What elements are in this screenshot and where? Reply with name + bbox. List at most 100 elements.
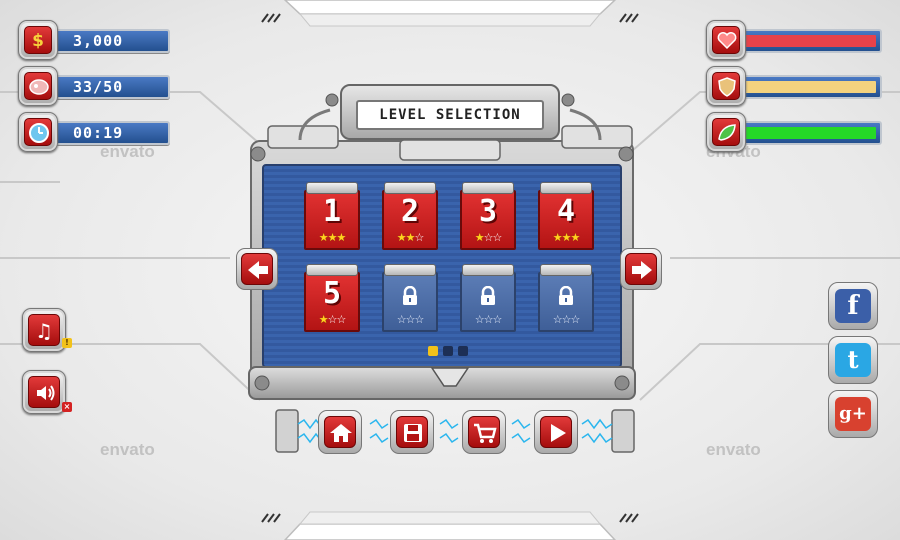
star-filled-icon: ★ [336, 231, 346, 244]
music-status-badge: ! [62, 338, 72, 348]
star-empty-icon: ☆ [492, 313, 502, 326]
star-empty-icon: ☆ [405, 313, 416, 326]
google-plus-button[interactable]: g+ [828, 390, 878, 438]
level-number: 2 [400, 194, 420, 229]
level-number: 3 [478, 194, 498, 229]
lock-icon [557, 285, 575, 306]
watermark: envato [100, 142, 155, 161]
level-number: 1 [322, 194, 342, 229]
level-tile-locked: ☆☆☆ [460, 264, 516, 334]
arrow-right-icon [625, 253, 657, 285]
facebook-icon: f [835, 289, 871, 323]
lock-icon [479, 285, 497, 306]
page-title: LEVEL SELECTION [356, 100, 544, 130]
star-empty-icon: ☆ [474, 313, 485, 326]
lock-icon [401, 285, 419, 306]
watermark: envato [100, 440, 155, 459]
panel-base [248, 366, 636, 400]
star-empty-icon: ☆ [483, 313, 494, 326]
level-tile-3[interactable]: 3★☆☆ [460, 182, 516, 252]
twitter-icon: t [835, 343, 871, 377]
star-filled-icon: ★ [396, 231, 407, 244]
level-tile-4[interactable]: 4★★★ [538, 182, 594, 252]
star-rating: ☆☆☆ [460, 314, 516, 326]
play-icon [540, 416, 572, 448]
star-rating: ★☆☆ [460, 232, 516, 244]
level-tile-1[interactable]: 1★★★ [304, 182, 360, 252]
sound-button[interactable] [22, 370, 66, 414]
star-filled-icon: ★ [552, 231, 563, 244]
home-icon [324, 416, 356, 448]
star-rating: ★★★ [304, 232, 360, 244]
twitter-button[interactable]: t [828, 336, 878, 384]
health-fill [732, 35, 876, 47]
timer-value: 00:19 [73, 124, 124, 142]
meat-stat: 33/50 [18, 66, 170, 106]
star-empty-icon: ☆ [552, 313, 563, 326]
shield-meter [706, 66, 882, 106]
shield-icon [706, 66, 746, 106]
timer-stat: 00:19 [18, 112, 170, 152]
star-rating: ☆☆☆ [382, 314, 438, 326]
level-number: 5 [322, 276, 342, 311]
heart-icon [706, 20, 746, 60]
star-rating: ★★★ [538, 232, 594, 244]
home-button[interactable] [318, 410, 362, 454]
music-icon: ♫ [28, 314, 60, 346]
save-button[interactable] [390, 410, 434, 454]
star-empty-icon: ☆ [327, 313, 338, 326]
coins-value: 3,000 [73, 32, 124, 50]
star-rating: ★☆☆ [304, 314, 360, 326]
play-button[interactable] [534, 410, 578, 454]
meat-value: 33/50 [73, 78, 124, 96]
coin-icon: $ [18, 20, 58, 60]
level-tile-locked: ☆☆☆ [382, 264, 438, 334]
level-tile-5[interactable]: 5★☆☆ [304, 264, 360, 334]
page-dot[interactable] [428, 346, 438, 356]
next-page-button[interactable] [620, 248, 662, 290]
star-filled-icon: ★ [327, 231, 338, 244]
save-icon [396, 416, 428, 448]
level-tile-locked: ☆☆☆ [538, 264, 594, 334]
page-dot[interactable] [458, 346, 468, 356]
star-empty-icon: ☆ [396, 313, 407, 326]
star-empty-icon: ☆ [483, 231, 494, 244]
sound-muted-badge: × [62, 402, 72, 412]
star-filled-icon: ★ [474, 231, 485, 244]
watermark: envato [706, 440, 761, 459]
energy-meter [706, 112, 882, 152]
level-tile-2[interactable]: 2★★☆ [382, 182, 438, 252]
star-rating: ☆☆☆ [538, 314, 594, 326]
star-filled-icon: ★ [561, 231, 572, 244]
star-empty-icon: ☆ [414, 313, 424, 326]
page-dot[interactable] [443, 346, 453, 356]
cart-icon [468, 416, 500, 448]
leaf-icon [706, 112, 746, 152]
shield-fill [732, 81, 876, 93]
star-empty-icon: ☆ [561, 313, 572, 326]
sound-icon [28, 376, 60, 408]
energy-fill [732, 127, 876, 139]
music-button[interactable]: ♫ [22, 308, 66, 352]
star-empty-icon: ☆ [414, 231, 424, 244]
shop-button[interactable] [462, 410, 506, 454]
star-rating: ★★☆ [382, 232, 438, 244]
google-plus-icon: g+ [835, 397, 871, 431]
arrow-left-icon [241, 253, 273, 285]
facebook-button[interactable]: f [828, 282, 878, 330]
coins-stat: $ 3,000 [18, 20, 170, 60]
star-filled-icon: ★ [405, 231, 416, 244]
star-empty-icon: ☆ [492, 231, 502, 244]
star-empty-icon: ☆ [570, 313, 580, 326]
star-empty-icon: ☆ [336, 313, 346, 326]
star-filled-icon: ★ [318, 313, 329, 326]
star-filled-icon: ★ [318, 231, 329, 244]
meat-icon [18, 66, 58, 106]
health-meter [706, 20, 882, 60]
level-number: 4 [556, 194, 576, 229]
star-filled-icon: ★ [570, 231, 580, 244]
clock-icon [18, 112, 58, 152]
prev-page-button[interactable] [236, 248, 278, 290]
